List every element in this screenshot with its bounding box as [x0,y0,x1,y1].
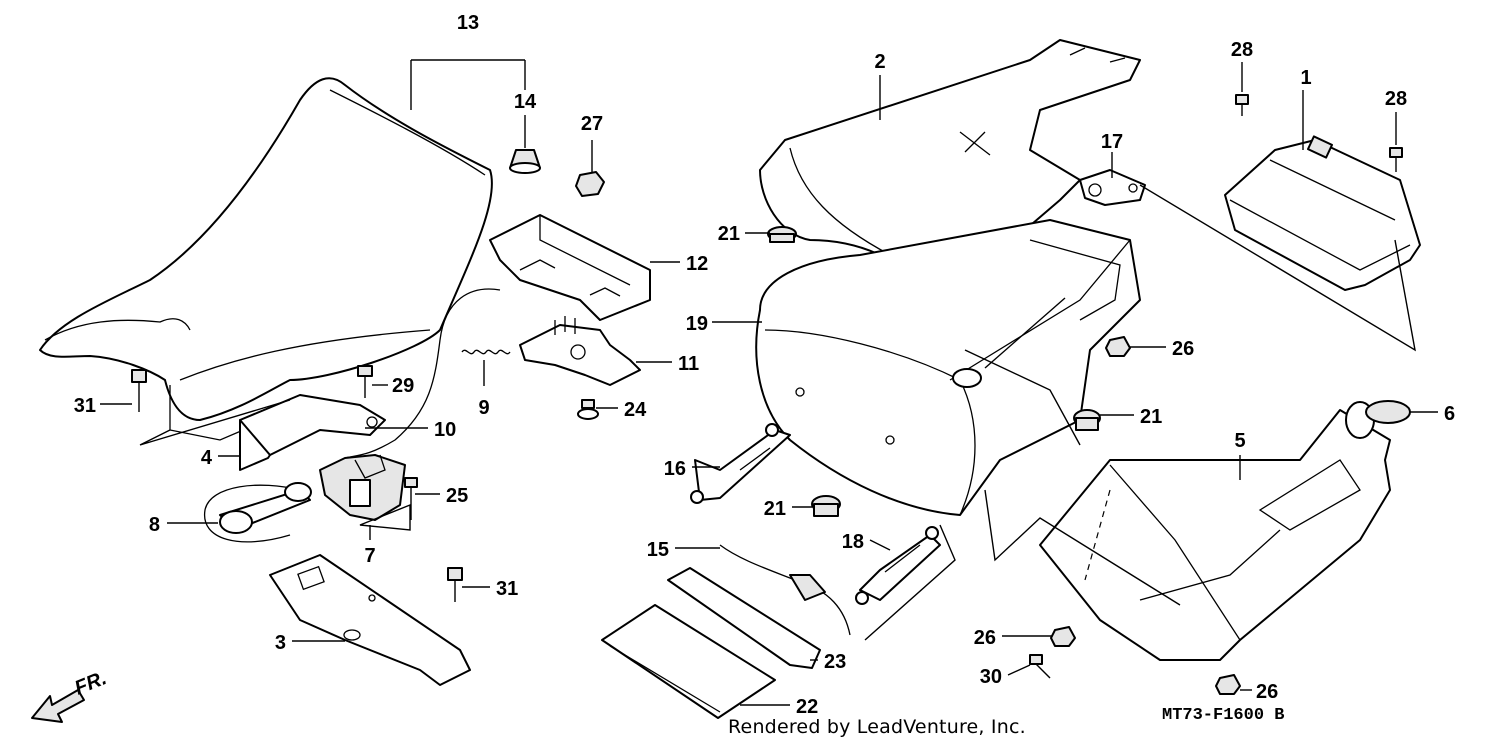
callout-labels: 13 14 27 2 28 1 28 17 21 12 19 11 9 29 3… [74,12,1455,718]
bracket-16-part[interactable] [690,423,791,504]
callout-7[interactable]: 7 [364,545,375,567]
assembly-line-3 [964,349,1081,446]
grommet-21c-part[interactable] [811,495,841,517]
pad-2-part[interactable] [759,39,1141,291]
callout-5[interactable]: 5 [1234,430,1245,452]
assembly-line-4 [864,524,956,641]
callout-21c[interactable]: 21 [764,498,786,520]
leader-lines [100,59,1438,706]
grommet-21b-part[interactable] [1073,409,1101,431]
seat-lock-7-part[interactable] [319,454,406,521]
bolt-28b-part[interactable] [1389,147,1403,172]
callout-21a[interactable]: 21 [718,223,740,245]
grommet-21a-part[interactable] [767,226,797,243]
drawing-code: MT73-F1600 B [1162,706,1285,725]
nut-27-part[interactable] [575,171,605,197]
nut-26c-part[interactable] [1215,674,1241,695]
bolt-31b-part[interactable] [447,567,463,602]
plate-11-part[interactable] [519,316,641,386]
callout-11[interactable]: 11 [678,353,699,375]
bolt-25-part[interactable] [404,477,418,520]
callout-25[interactable]: 25 [446,485,468,507]
callout-31a[interactable]: 31 [74,395,96,417]
callout-28b[interactable]: 28 [1385,88,1407,110]
assembly-line-1 [1139,184,1416,352]
callout-29[interactable]: 29 [392,375,414,397]
bolt-30-part[interactable] [1029,654,1051,679]
callout-9[interactable]: 9 [478,397,489,419]
grommet-6-part[interactable] [1365,400,1411,424]
callout-8[interactable]: 8 [149,514,160,536]
callout-23[interactable]: 23 [824,651,846,673]
callout-14[interactable]: 14 [514,91,537,113]
callout-18[interactable]: 18 [842,531,864,553]
seat-catch-12-part[interactable] [489,214,651,321]
callout-28a[interactable]: 28 [1231,39,1253,61]
cable-8-part[interactable] [204,482,312,543]
callout-19[interactable]: 19 [686,313,708,335]
assembly-line-5 [984,297,1066,369]
bolt-29-part[interactable] [357,365,373,398]
assembly-line-8 [359,503,411,531]
callout-13[interactable]: 13 [457,12,479,34]
spring-9-part[interactable] [461,349,511,355]
callout-15[interactable]: 15 [647,539,669,561]
fender-5-part[interactable] [1039,401,1391,661]
callout-6[interactable]: 6 [1444,403,1455,425]
callout-26a[interactable]: 26 [1172,338,1194,360]
front-label: FR. [72,667,110,699]
assembly-line-7 [139,399,291,446]
callout-31b[interactable]: 31 [496,578,518,600]
callout-4[interactable]: 4 [201,447,213,469]
assembly-line-6 [1084,489,1111,581]
nut-26b-part[interactable] [1050,626,1076,647]
tool-bag-22-part[interactable] [601,604,776,719]
callout-30[interactable]: 30 [980,666,1002,688]
wire-15-part[interactable] [789,574,826,601]
seat-part[interactable] [39,77,493,441]
cable-10 [344,288,501,459]
front-direction-arrow: FR. [31,667,110,723]
callout-27[interactable]: 27 [581,113,603,135]
callout-2[interactable]: 2 [874,51,885,73]
bracket-3-part[interactable] [269,554,471,686]
bolt-31a-part[interactable] [131,369,147,412]
cushion-14-part[interactable] [509,149,541,174]
callout-26c[interactable]: 26 [1256,681,1278,703]
bracket-17-part[interactable] [1079,169,1146,206]
nut-26a-part[interactable] [1105,336,1131,357]
callout-10[interactable]: 10 [434,419,456,441]
assembly-line-2 [984,489,1181,606]
bolt-24-part[interactable] [577,399,599,420]
tray-19-part[interactable] [755,219,1141,516]
bracket-4-part[interactable] [239,394,386,471]
callout-22[interactable]: 22 [796,696,818,718]
strap-23-part[interactable] [667,567,821,669]
callout-24[interactable]: 24 [624,399,647,421]
callout-12[interactable]: 12 [686,253,708,275]
callout-17[interactable]: 17 [1101,131,1123,153]
callout-16[interactable]: 16 [664,458,686,480]
bolt-28a-part[interactable] [1235,94,1249,116]
ecu-1-part[interactable] [1224,135,1421,291]
render-credit: Rendered by LeadVenture, Inc. [728,716,1026,738]
callout-3[interactable]: 3 [275,632,286,654]
callout-21b[interactable]: 21 [1140,406,1162,428]
callout-26b[interactable]: 26 [974,627,996,649]
bracket-18-part[interactable] [855,526,941,605]
callout-1[interactable]: 1 [1300,67,1311,89]
